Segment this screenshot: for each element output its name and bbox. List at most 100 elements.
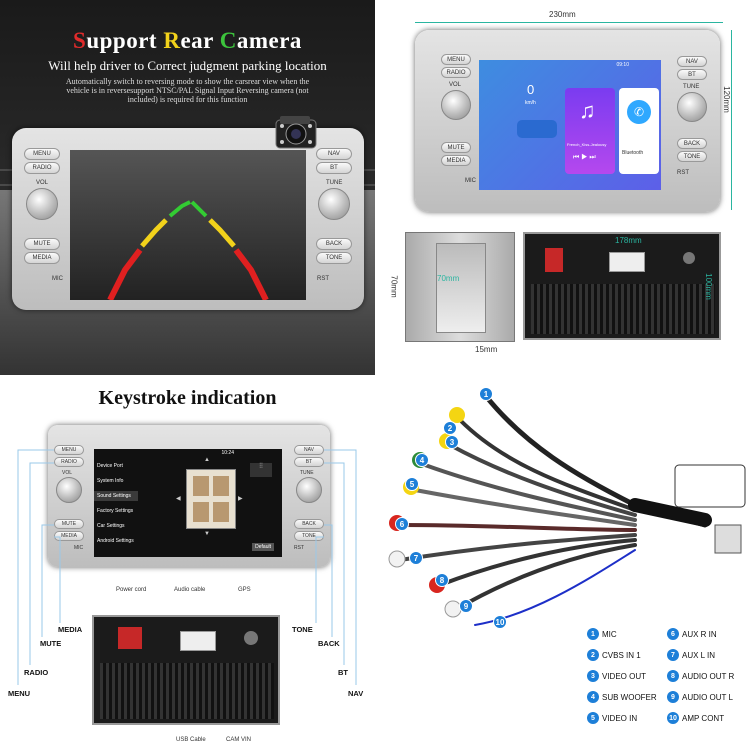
tune-knob[interactable] — [318, 188, 350, 220]
nav-button[interactable]: NAV — [294, 445, 324, 455]
power-cord-label: Power cord — [116, 587, 147, 593]
menu-button[interactable]: MENU — [441, 54, 471, 65]
status-time: 10:24 — [221, 450, 234, 456]
mic-label: MIC — [74, 545, 84, 551]
radio-button[interactable]: RADIO — [441, 67, 471, 78]
volume-knob[interactable] — [26, 188, 58, 220]
speed-value: 0 — [527, 82, 535, 97]
callout-lines — [17, 449, 357, 685]
mute-button[interactable]: MUTE — [24, 238, 60, 250]
nav-button[interactable]: NAV — [677, 56, 707, 67]
menu-system-info[interactable]: System Info — [97, 478, 124, 484]
radio-button[interactable]: RADIO — [24, 162, 60, 174]
callout-menu: MENU — [8, 689, 31, 698]
vol-label: VOL — [449, 82, 462, 88]
media-button[interactable]: MEDIA — [24, 252, 60, 264]
bluetooth-widget[interactable]: ✆ Bluetooth — [619, 88, 659, 174]
equalizer-icon[interactable]: ⫶⫶ — [250, 463, 272, 477]
rst-label: RST — [294, 545, 304, 551]
menu-factory-settings[interactable]: Factory Settings — [97, 508, 134, 514]
bt-button[interactable]: BT — [677, 69, 707, 80]
nav-button[interactable]: NAV — [316, 148, 352, 160]
keystroke-title: Keystroke indication — [98, 387, 277, 409]
tune-label: TUNE — [300, 470, 314, 476]
radio-button[interactable]: RADIO — [54, 457, 84, 467]
cam-vin-label: CAM VIN — [226, 737, 252, 743]
width-dimension-label: 230mm — [549, 10, 576, 19]
volume-knob[interactable] — [441, 90, 471, 120]
wire-marker-6: 6 — [395, 517, 409, 531]
dimensions-panel: 230mm 120mm 09:10 0 km/h ♫ French_Kiss-J… — [375, 0, 750, 375]
side-inner-label: 70mm — [437, 274, 460, 283]
camera-screen — [70, 150, 306, 302]
tune-knob[interactable] — [296, 477, 322, 503]
wire-marker-10: 10 — [493, 615, 507, 629]
main-connector — [609, 252, 645, 272]
side-view-bracket — [436, 243, 486, 333]
left-arrow-icon[interactable]: ◀ — [176, 496, 181, 502]
usb-cable-label: USB Cable — [176, 737, 206, 743]
tune-label: TUNE — [683, 84, 700, 90]
mute-button[interactable]: MUTE — [54, 519, 84, 529]
heatsink — [100, 663, 274, 719]
menu-sound-settings[interactable]: Sound Settings — [94, 491, 138, 501]
gps-port — [244, 631, 258, 645]
head-unit-front: 09:10 0 km/h ♫ French_Kiss-Jealousy ⏮ ▶ … — [415, 30, 720, 212]
menu-android-settings[interactable]: Android Settings — [97, 538, 134, 544]
music-widget[interactable]: ♫ French_Kiss-Jealousy ⏮ ▶ ⏭ — [565, 88, 615, 174]
media-button[interactable]: MEDIA — [441, 155, 471, 166]
down-arrow-icon[interactable]: ▼ — [204, 531, 210, 537]
menu-button[interactable]: MENU — [54, 445, 84, 455]
music-note-icon: ♫ — [579, 98, 596, 123]
menu-button[interactable]: MENU — [24, 148, 60, 160]
back-view-chassis — [523, 232, 721, 340]
mute-button[interactable]: MUTE — [441, 142, 471, 153]
tune-knob[interactable] — [677, 92, 707, 122]
tone-button[interactable]: TONE — [677, 151, 707, 162]
wire-marker-7: 7 — [409, 551, 423, 565]
back-button[interactable]: BACK — [316, 238, 352, 250]
callout-radio: RADIO — [24, 668, 49, 677]
home-screen: 09:10 0 km/h ♫ French_Kiss-Jealousy ⏮ ▶ … — [479, 60, 661, 190]
bluetooth-label: Bluetooth — [622, 150, 644, 156]
gps-label: GPS — [238, 587, 251, 593]
audio-cable-label: Audio cable — [174, 587, 206, 593]
rear-camera-title: Support Rear Camera — [73, 28, 302, 53]
bt-button[interactable]: BT — [294, 457, 324, 467]
back-button[interactable]: BACK — [677, 138, 707, 149]
back-view-chassis — [92, 615, 280, 725]
side-depth-label: 15mm — [475, 345, 498, 354]
back-button[interactable]: BACK — [294, 519, 324, 529]
rst-label: RST — [677, 170, 689, 176]
settings-screen: 10:24 Device Port System Info Sound Sett… — [94, 449, 282, 557]
tone-button[interactable]: TONE — [294, 531, 324, 541]
right-arrow-icon[interactable]: ▶ — [238, 496, 243, 502]
mic-label: MIC — [465, 178, 476, 184]
heatsink — [531, 284, 715, 334]
power-connector — [118, 627, 142, 649]
keystroke-panel: Keystroke indication 10:24 Device Port S… — [0, 375, 375, 750]
wire-marker-2: 2 — [443, 421, 457, 435]
vol-label: VOL — [36, 180, 49, 186]
menu-device-port[interactable]: Device Port — [97, 463, 123, 469]
audio-connector — [180, 631, 216, 651]
bt-button[interactable]: BT — [316, 162, 352, 174]
media-button[interactable]: MEDIA — [54, 531, 84, 541]
menu-car-settings[interactable]: Car Settings — [97, 523, 125, 529]
music-track: French_Kiss-Jealousy — [567, 142, 607, 147]
volume-knob[interactable] — [56, 477, 82, 503]
wire-marker-4: 4 — [415, 453, 429, 467]
up-arrow-icon[interactable]: ▲ — [204, 457, 210, 463]
seat-balance-diagram[interactable] — [186, 469, 236, 529]
callout-nav: NAV — [348, 689, 364, 698]
phone-icon: ✆ — [627, 100, 651, 124]
media-controls-icon[interactable]: ⏮ ▶ ⏭ — [573, 154, 596, 161]
radio-connector — [545, 248, 563, 272]
default-button[interactable]: Default — [252, 543, 274, 551]
height-dimension-line — [731, 30, 732, 210]
callout-mute: MUTE — [40, 639, 62, 648]
tone-button[interactable]: TONE — [316, 252, 352, 264]
